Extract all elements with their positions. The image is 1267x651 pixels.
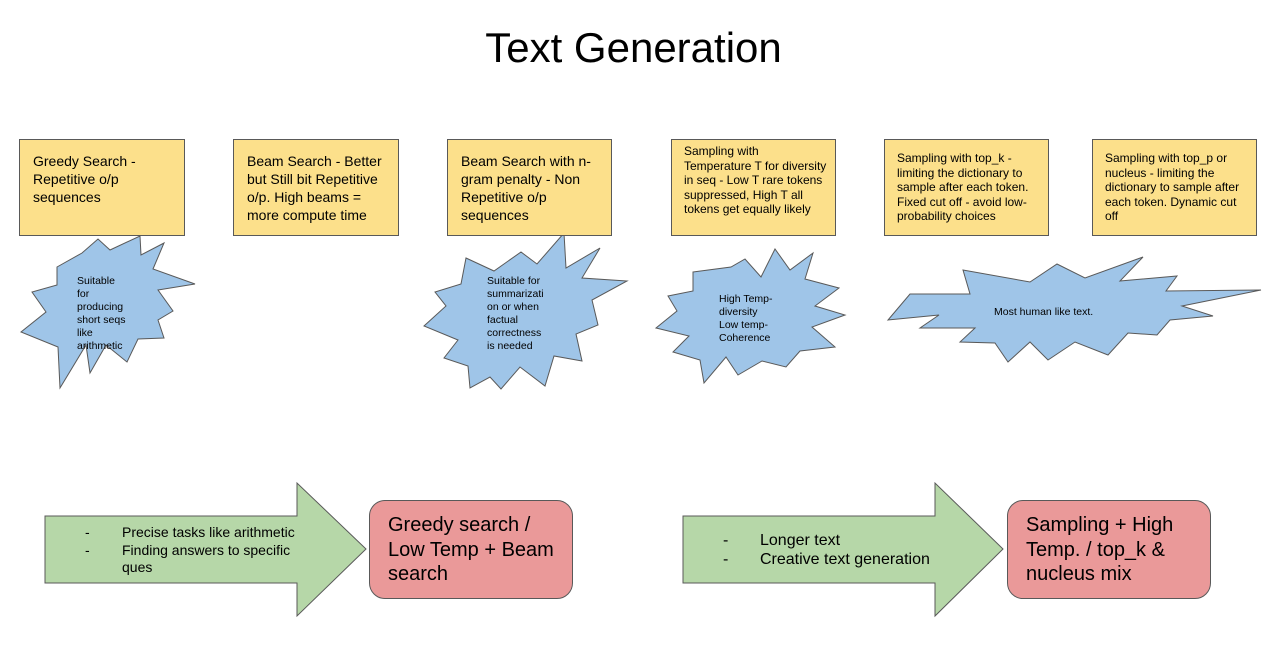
starburst-shape-1: [20, 235, 196, 390]
result-sampling-mix: Sampling + High Temp. / top_k & nucleus …: [1007, 500, 1211, 599]
starburst-shape-3: [654, 248, 847, 385]
arrow-list-creative: Longer text Creative text generation: [722, 531, 952, 569]
list-item: Finding answers to specific ques: [84, 542, 314, 577]
note-beam-search-ngram: Beam Search with n-gram penalty - Non Re…: [447, 139, 612, 236]
note-top-p-sampling: Sampling with top_p or nucleus - limitin…: [1092, 139, 1257, 236]
starburst-shape-4: [886, 256, 1262, 363]
note-beam-search: Beam Search - Better but Still bit Repet…: [233, 139, 399, 236]
note-temperature-sampling: Sampling with Temperature T for diversit…: [671, 139, 836, 236]
starburst-shape-2: [423, 231, 629, 390]
list-item: Creative text generation: [722, 550, 952, 569]
note-top-k-sampling: Sampling with top_k - limiting the dicti…: [884, 139, 1049, 236]
list-item: Precise tasks like arithmetic: [84, 524, 314, 542]
list-item: Longer text: [722, 531, 952, 550]
note-greedy-search: Greedy Search - Repetitive o/p sequences: [19, 139, 185, 236]
result-greedy-beam: Greedy search / Low Temp + Beam search: [369, 500, 573, 599]
burst-text-temperature: High Temp- diversity Low temp- Coherence: [719, 293, 773, 344]
burst-text-human-like: Most human like text.: [994, 306, 1094, 318]
burst-text-greedy: Suitable for producing short seqs like a…: [77, 275, 126, 352]
burst-text-beam: Suitable for summarizati on or when fact…: [487, 275, 544, 352]
page-title: Text Generation: [485, 24, 782, 71]
arrow-list-precise: Precise tasks like arithmetic Finding an…: [84, 524, 314, 577]
